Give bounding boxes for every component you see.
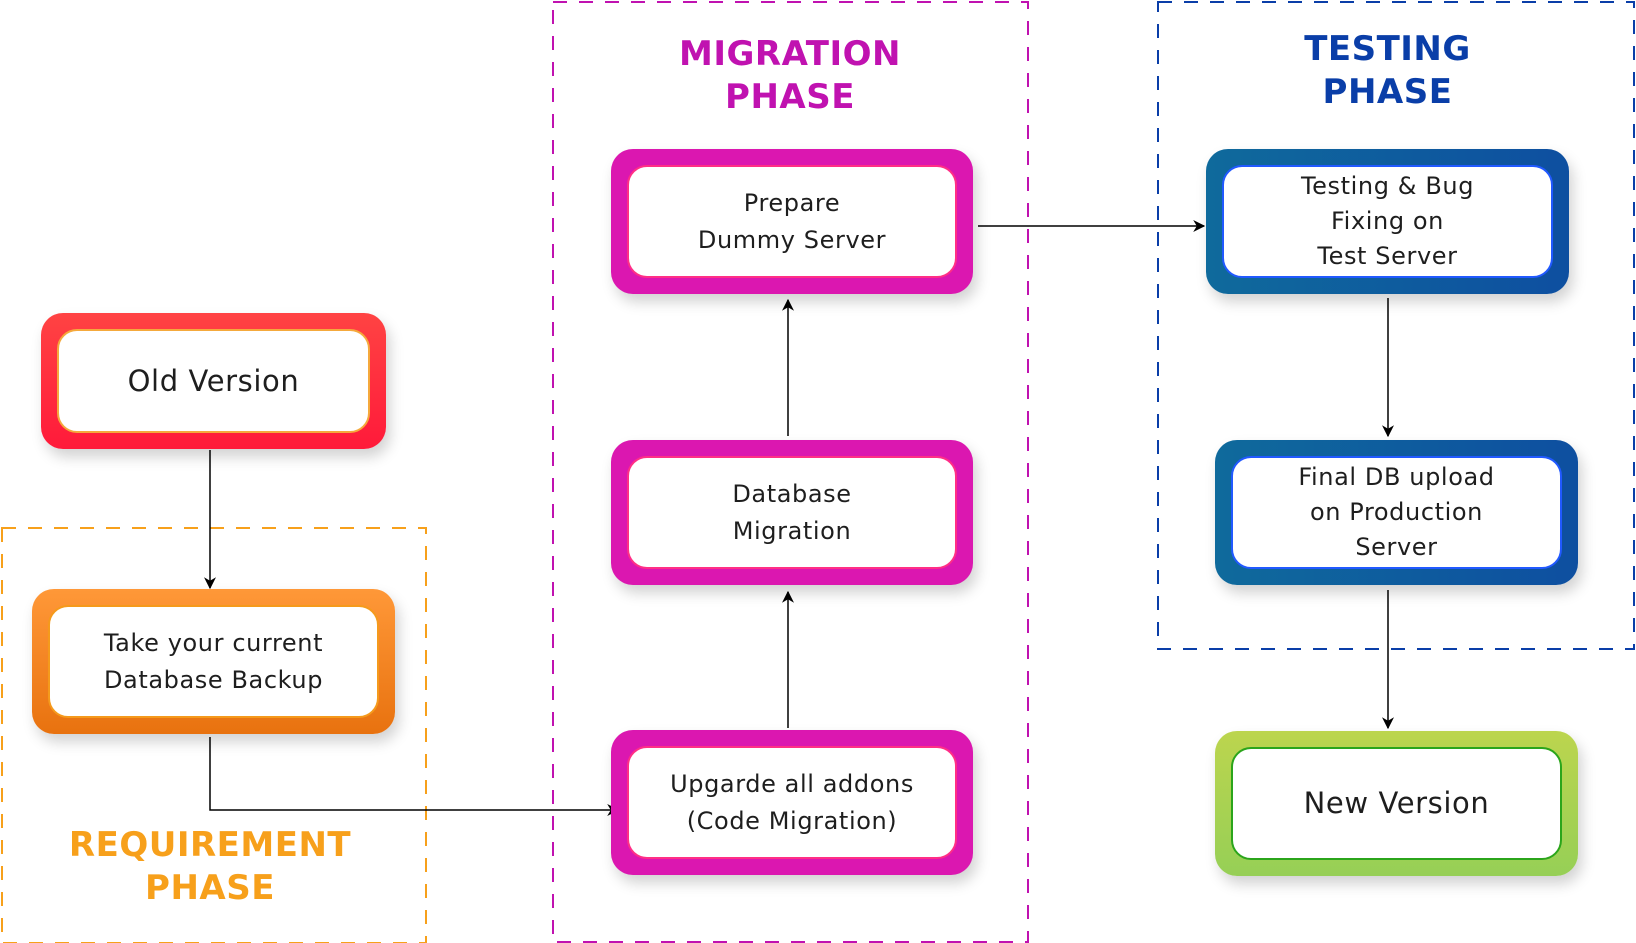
node-database-migration-label: Database Migration — [627, 456, 957, 569]
node-old-version[interactable]: Old Version — [41, 313, 386, 449]
migration-phase-title: MIGRATION PHASE — [679, 34, 901, 117]
testing-phase-border — [1157, 1, 1635, 650]
node-new-version-label: New Version — [1231, 747, 1562, 860]
node-new-version[interactable]: New Version — [1215, 731, 1578, 876]
node-prepare-dummy-server-label: Prepare Dummy Server — [627, 165, 957, 278]
node-upgrade-addons-label: Upgarde all addons (Code Migration) — [627, 746, 957, 859]
node-upgrade-addons[interactable]: Upgarde all addons (Code Migration) — [611, 730, 973, 875]
requirement-phase-border — [1, 527, 427, 943]
edge-backup-to-upgrade — [209, 737, 620, 816]
node-final-db-upload-label: Final DB upload on Production Server — [1231, 456, 1562, 569]
node-database-backup-label: Take your current Database Backup — [48, 605, 379, 718]
node-database-backup[interactable]: Take your current Database Backup — [32, 589, 395, 734]
requirement-phase-title: REQUIREMENT PHASE — [68, 825, 352, 908]
testing-phase-title: TESTING PHASE — [1304, 29, 1471, 112]
migration-phase-border — [552, 1, 1029, 943]
node-prepare-dummy-server[interactable]: Prepare Dummy Server — [611, 149, 973, 294]
node-testing-bug-fixing-label: Testing & Bug Fixing on Test Server — [1222, 165, 1553, 278]
node-final-db-upload[interactable]: Final DB upload on Production Server — [1215, 440, 1578, 585]
node-old-version-label: Old Version — [57, 329, 370, 433]
node-testing-bug-fixing[interactable]: Testing & Bug Fixing on Test Server — [1206, 149, 1569, 294]
node-database-migration[interactable]: Database Migration — [611, 440, 973, 585]
